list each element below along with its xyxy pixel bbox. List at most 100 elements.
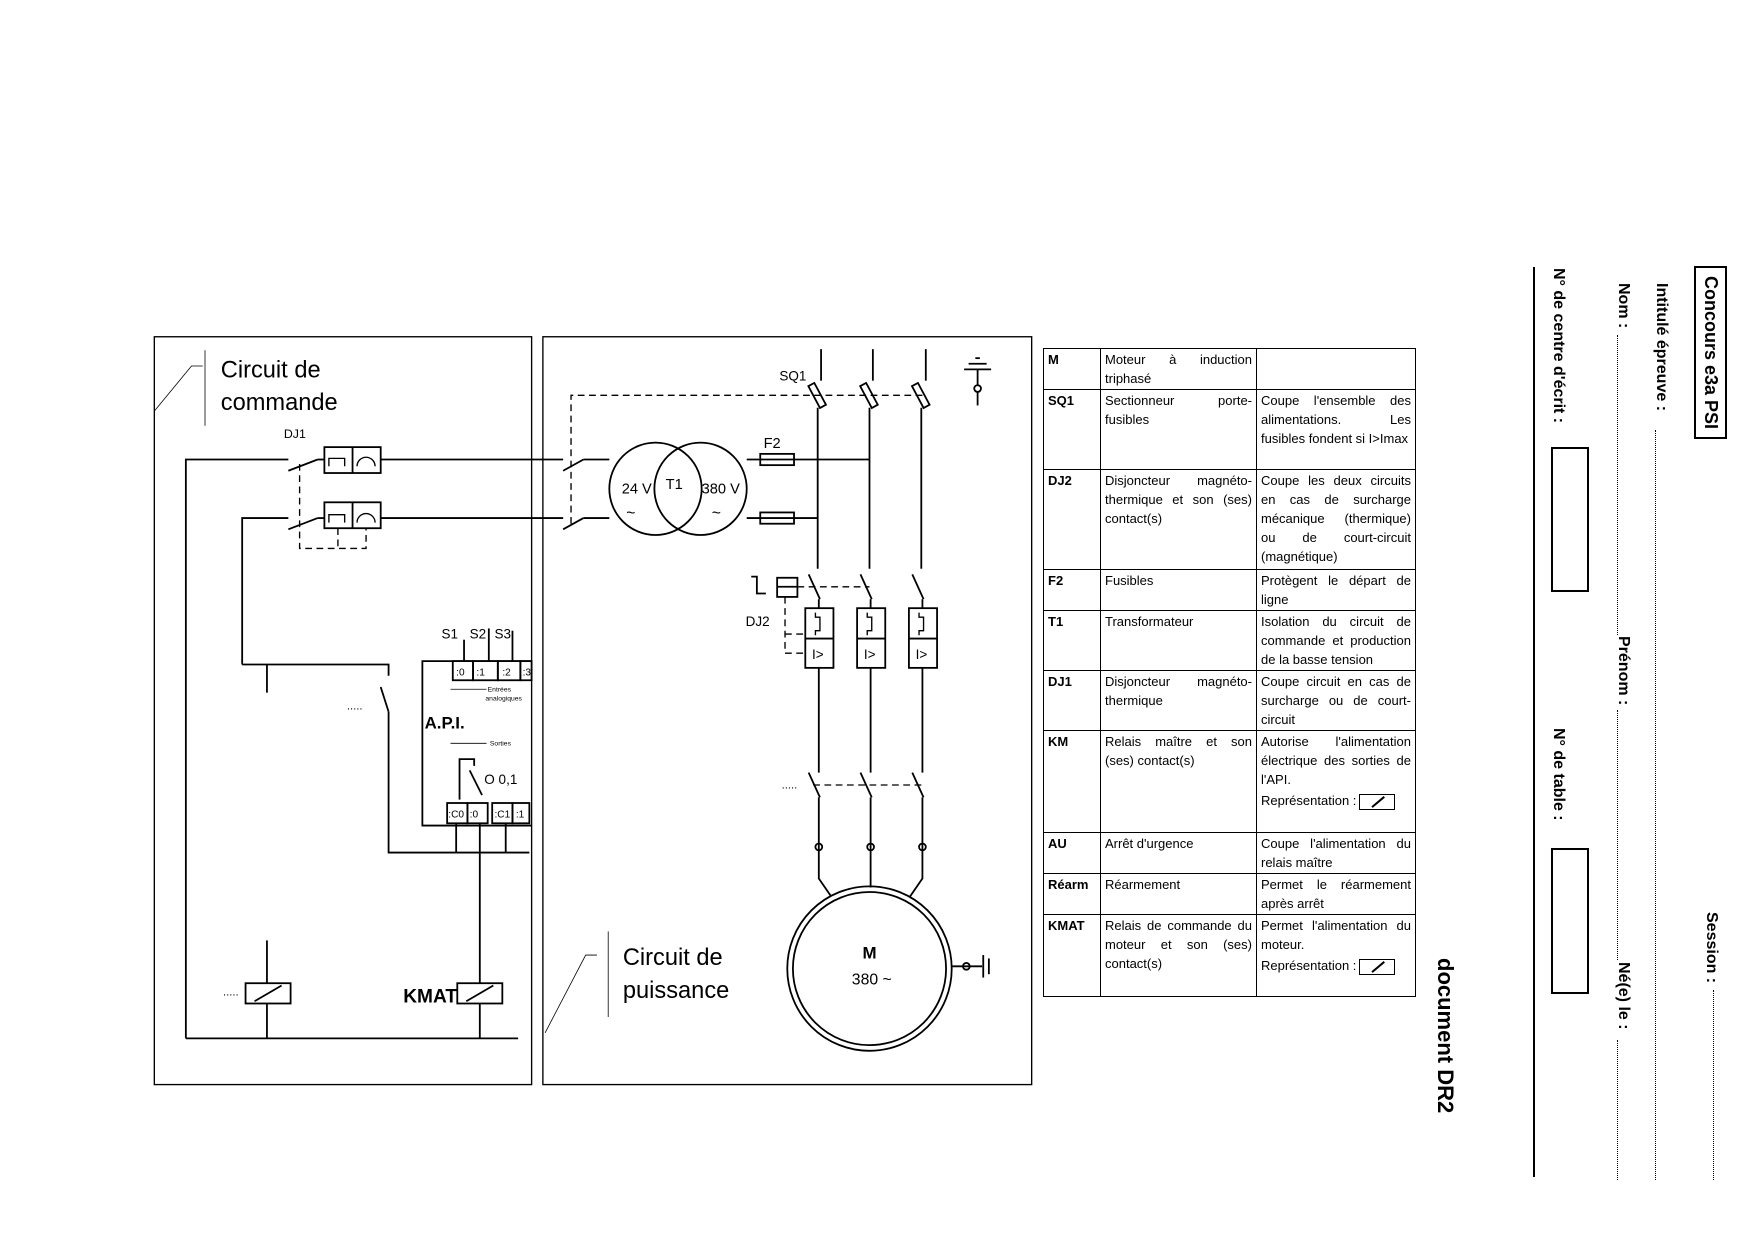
contest-title: Concours e3a PSI (1694, 266, 1727, 440)
legend-code: KMAT (1043, 914, 1101, 997)
legend-row: KM Relais maître et son (ses) contact(s)A… (1043, 730, 1416, 833)
ac-symbol: ~ (626, 505, 635, 522)
legend-role-text: Protègent le départ de ligne (1261, 573, 1411, 607)
legend-code-text: F2 (1048, 573, 1064, 588)
table-number-label: N° de table : (1550, 728, 1567, 821)
power-circuit-title: Circuit de (623, 945, 723, 971)
legend-role-text: Permet l'alimentation du moteur. (1261, 918, 1411, 952)
t1-label: T1 (666, 477, 683, 493)
first-name-input-line[interactable] (1617, 710, 1618, 960)
legend-name-text: Arrêt d'urgence (1105, 836, 1194, 851)
document-label: document DR2 (1433, 958, 1458, 1114)
legend-name-text: Relais de commande du moteur et son (ses… (1105, 918, 1252, 971)
api-label: A.P.I. (425, 714, 465, 733)
outputs-caption: Sorties (490, 741, 512, 748)
session-input-line[interactable] (1713, 990, 1714, 1180)
legend-role: Coupe circuit en cas de surcharge ou de … (1256, 670, 1416, 731)
legend-role-text: Coupe l'alimentation du relais maître (1261, 836, 1411, 870)
legend-code-text: M (1048, 352, 1059, 367)
dj2-label: DJ2 (746, 614, 770, 629)
legend-role: Autorise l'alimentation électrique des s… (1256, 730, 1416, 833)
center-number-label: N° de centre d'écrit : (1550, 268, 1567, 424)
coil-placeholder: ..... (223, 987, 239, 999)
relay-coil (244, 982, 292, 1005)
legend-row: M Moteur à induction triphasé (1043, 348, 1416, 390)
contact-placeholder: ..... (782, 779, 798, 791)
birth-date-label: Né(e) le : (1615, 962, 1632, 1030)
legend-role-text: Permet le réarmement après arrêt (1261, 877, 1411, 911)
legend-role (1256, 348, 1416, 390)
kmat-contacts (807, 772, 927, 898)
power-circuit-panel (542, 336, 1033, 1086)
legend-role: Permet le réarmement après arrêt (1256, 873, 1416, 915)
coil-symbol-icon (1359, 958, 1396, 975)
name-label: Nom : (1615, 283, 1632, 329)
legend-code: Réarm (1043, 873, 1101, 915)
legend-name-text: Réarmement (1105, 877, 1181, 892)
legend-name: Réarmement (1100, 873, 1257, 915)
legend-code-text: AU (1048, 836, 1067, 851)
contact-placeholder: ..... (347, 701, 363, 713)
legend-code: M (1043, 348, 1101, 390)
legend-name: Disjoncteur magnéto-thermique et son (se… (1100, 469, 1257, 570)
command-circuit-title: commande (221, 390, 338, 416)
legend-code-text: SQ1 (1048, 393, 1075, 408)
legend-row: F2 Fusibles Protègent le départ de ligne (1043, 569, 1416, 611)
header-separator (1533, 267, 1535, 1177)
legend-code-text: T1 (1048, 614, 1064, 629)
overcurrent-label: I> (812, 647, 824, 662)
legend-code-text: DJ1 (1048, 674, 1072, 689)
legend-role: Coupe l'alimentation du relais maître (1256, 832, 1416, 874)
representation-label: Représentation : (1261, 793, 1357, 808)
session-field[interactable]: Session : (1702, 912, 1720, 988)
legend-name: Moteur à induction triphasé (1100, 348, 1257, 390)
kmat-coil (456, 982, 504, 1005)
legend-code: AU (1043, 832, 1101, 874)
legend-name-text: Relais maître et son (ses) contact(s) (1105, 734, 1252, 768)
ac-symbol: ~ (712, 505, 721, 522)
overcurrent-label: I> (916, 647, 928, 662)
legend-name-text: Moteur à induction triphasé (1105, 352, 1252, 386)
transformer-t1 (608, 441, 748, 536)
session-label: Session : (1703, 912, 1720, 984)
api-output-c1: :C1 (494, 810, 510, 821)
command-circuit-panel (153, 336, 533, 1086)
exam-title-input-line[interactable] (1655, 430, 1656, 1180)
legend-role-text: Coupe l'ensemble des alimentations. Les … (1261, 393, 1411, 446)
fuse-f2 (759, 452, 795, 467)
center-number-input[interactable] (1551, 447, 1589, 592)
au-contact (379, 686, 390, 713)
api-output-c0: :C0 (448, 810, 464, 821)
first-name-label: Prénom : (1615, 636, 1632, 706)
legend-name: Transformateur (1100, 610, 1257, 671)
api-block: :0 :1 :2 :3 S1 S2 S3 Entrées analogiques… (421, 627, 533, 853)
api-input-2: :2 (502, 668, 511, 679)
dj1-label: DJ1 (284, 427, 306, 441)
command-circuit-title: Circuit de (221, 357, 321, 383)
inputs-caption: analogiques (485, 696, 522, 703)
legend-name-text: Fusibles (1105, 573, 1154, 588)
legend-name: Disjoncteur magnéto-thermique (1100, 670, 1257, 731)
coil-symbol-icon (1359, 793, 1396, 810)
legend-code-text: KM (1048, 734, 1069, 749)
legend-name: Arrêt d'urgence (1100, 832, 1257, 874)
name-input-line[interactable] (1617, 335, 1618, 635)
api-input-0: :0 (456, 668, 465, 679)
api-input-1: :1 (476, 668, 485, 679)
sq1-label: SQ1 (779, 369, 806, 384)
birth-date-input-line[interactable] (1617, 1040, 1618, 1180)
legend-role: Isolation du circuit de commande et prod… (1256, 610, 1416, 671)
legend-name: Sectionneur porte-fusibles (1100, 389, 1257, 470)
dj2-breaker: I>I>I> (751, 574, 938, 773)
dj1-breaker (184, 446, 564, 1039)
sq1-fuse-switch (807, 349, 931, 569)
legend-code: F2 (1043, 569, 1101, 611)
table-number-input[interactable] (1551, 848, 1589, 994)
legend-name: Relais de commande du moteur et son (ses… (1100, 914, 1257, 997)
